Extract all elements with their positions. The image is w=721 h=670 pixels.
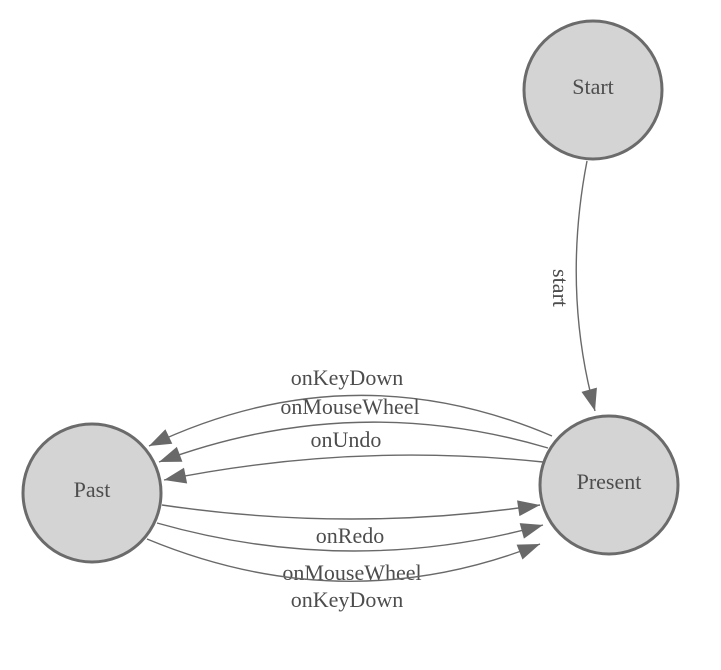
node-past[interactable]: Past [21, 422, 163, 564]
node-start[interactable]: Start [522, 19, 664, 161]
edge-label-onredo: onRedo [316, 523, 384, 548]
node-present[interactable]: Present [538, 414, 680, 556]
edge-label-start: start [548, 269, 573, 307]
edge-past-to-present-onkeydown [146, 538, 541, 582]
node-present-circle[interactable] [538, 414, 680, 556]
node-past-circle[interactable] [21, 422, 163, 564]
edge-past-to-present-onredo [161, 500, 541, 520]
edge-past-to-present-onmousewheel [156, 522, 544, 552]
node-past-label: Past [74, 477, 111, 502]
edge-group: start onKeyDown onMouseWheel onUndo onRe… [146, 160, 597, 612]
edge-label-onundo: onUndo [311, 427, 382, 452]
node-start-circle[interactable] [522, 19, 664, 161]
node-present-label: Present [577, 469, 642, 494]
edge-start-to-present [575, 160, 597, 412]
edge-present-to-past-onundo [163, 454, 544, 484]
edge-label-onmousewheel-top: onMouseWheel [280, 394, 419, 419]
edge-label-onkeydown-bottom: onKeyDown [291, 587, 403, 612]
node-group: Start Past Present [21, 19, 680, 564]
edge-label-onkeydown-top: onKeyDown [291, 365, 403, 390]
edge-present-to-past-onkeydown [148, 394, 553, 447]
edge-present-to-past-onmousewheel [158, 421, 549, 463]
node-start-label: Start [572, 74, 614, 99]
